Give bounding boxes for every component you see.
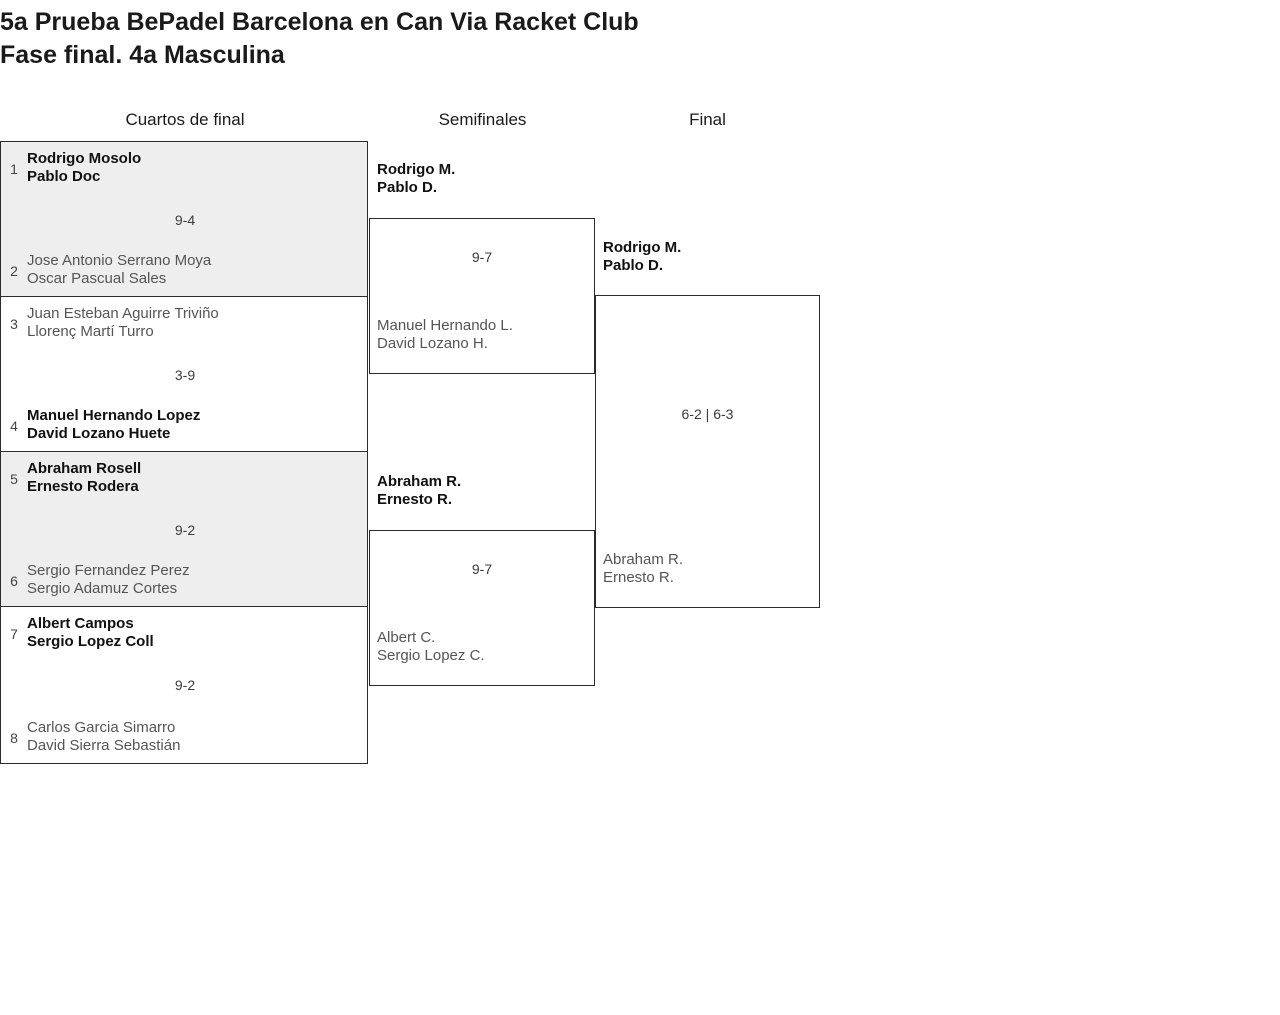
match-score: 9-2 xyxy=(174,522,196,538)
seed-number: 2 xyxy=(10,263,18,279)
player-name: Manuel Hernando Lopez xyxy=(27,407,201,424)
page-title: 5a Prueba BePadel Barcelona en Can Via R… xyxy=(0,6,1000,72)
match-score: 9-7 xyxy=(471,561,493,577)
round-header-quarterfinals: Cuartos de final xyxy=(125,110,245,129)
player-name: Rodrigo Mosolo xyxy=(27,150,142,167)
quarterfinal-match-2[interactable]: 3 Juan Esteban Aguirre Triviño Llorenç M… xyxy=(0,296,368,452)
semifinal-match-2[interactable]: 9-7 xyxy=(369,530,595,686)
match-team-bottom[interactable]: 8 Carlos Garcia Simarro David Sierra Seb… xyxy=(1,719,369,755)
player-name: Carlos Garcia Simarro xyxy=(27,719,176,736)
match-team-top[interactable]: 3 Juan Esteban Aguirre Triviño Llorenç M… xyxy=(1,305,369,341)
player-name: Sergio Adamuz Cortes xyxy=(27,580,178,597)
final-team-bottom[interactable]: Abraham R. Ernesto R. xyxy=(603,551,683,587)
quarterfinal-match-4[interactable]: 7 Albert Campos Sergio Lopez Coll 9-2 8 … xyxy=(0,606,368,764)
player-name: Albert Campos xyxy=(27,615,134,632)
player-name: Manuel Hernando L. xyxy=(377,317,513,334)
team-players: Sergio Fernandez Perez Sergio Adamuz Cor… xyxy=(27,562,190,598)
player-name: Abraham R. xyxy=(377,473,462,490)
match-team-bottom[interactable]: 6 Sergio Fernandez Perez Sergio Adamuz C… xyxy=(1,562,369,598)
player-name: David Sierra Sebastián xyxy=(27,737,181,754)
quarterfinal-match-3[interactable]: 5 Abraham Rosell Ernesto Rodera 9-2 6 Se… xyxy=(0,451,368,607)
player-name: David Lozano H. xyxy=(377,335,488,352)
player-name: Rodrigo M. xyxy=(603,239,682,256)
player-name: Sergio Lopez Coll xyxy=(27,633,154,650)
player-name: Abraham R. xyxy=(603,551,684,568)
player-name: Ernesto R. xyxy=(603,569,674,586)
semifinal-1-team-top[interactable]: Rodrigo M. Pablo D. xyxy=(377,161,455,197)
team-players: Rodrigo Mosolo Pablo Doc xyxy=(27,150,141,186)
seed-number: 8 xyxy=(10,730,18,746)
player-name: Abraham Rosell xyxy=(27,460,142,477)
player-name: Pablo D. xyxy=(377,179,438,196)
team-players: Carlos Garcia Simarro David Sierra Sebas… xyxy=(27,719,180,755)
seed-number: 6 xyxy=(10,573,18,589)
match-team-top[interactable]: 5 Abraham Rosell Ernesto Rodera xyxy=(1,460,369,496)
team-players: Juan Esteban Aguirre Triviño Llorenç Mar… xyxy=(27,305,219,341)
match-team-bottom[interactable]: 4 Manuel Hernando Lopez David Lozano Hue… xyxy=(1,407,369,443)
round-header-final: Final xyxy=(689,110,726,129)
team-players: Manuel Hernando Lopez David Lozano Huete xyxy=(27,407,200,443)
semifinal-match-1[interactable]: 9-7 xyxy=(369,218,595,374)
player-name: David Lozano Huete xyxy=(27,425,171,442)
semifinal-2-team-top[interactable]: Abraham R. Ernesto R. xyxy=(377,473,461,509)
player-name: Pablo Doc xyxy=(27,168,101,185)
final-match[interactable]: 6-2 | 6-3 xyxy=(595,295,820,608)
final-team-top[interactable]: Rodrigo M. Pablo D. xyxy=(603,239,681,275)
player-name: Sergio Fernandez Perez xyxy=(27,562,190,579)
player-name: Ernesto Rodera xyxy=(27,478,139,495)
quarterfinal-match-1[interactable]: 1 Rodrigo Mosolo Pablo Doc 9-4 2 Jose An… xyxy=(0,141,368,297)
tournament-subtitle-line-2: Fase final. 4a Masculina xyxy=(0,41,285,69)
seed-number: 1 xyxy=(10,161,18,177)
seed-number: 7 xyxy=(10,626,18,642)
player-name: Jose Antonio Serrano Moya xyxy=(27,252,212,269)
match-score: 6-2 | 6-3 xyxy=(681,406,734,422)
player-name: Llorenç Martí Turro xyxy=(27,323,154,340)
player-name: Sergio Lopez C. xyxy=(377,647,485,664)
seed-number: 3 xyxy=(10,316,18,332)
tournament-title-line-1: 5a Prueba BePadel Barcelona en Can Via R… xyxy=(0,8,639,36)
match-score: 3-9 xyxy=(174,367,196,383)
match-team-bottom[interactable]: 2 Jose Antonio Serrano Moya Oscar Pascua… xyxy=(1,252,369,288)
semifinal-1-team-bottom[interactable]: Manuel Hernando L. David Lozano H. xyxy=(377,317,513,353)
match-team-top[interactable]: 1 Rodrigo Mosolo Pablo Doc xyxy=(1,150,369,186)
match-score: 9-7 xyxy=(471,249,493,265)
team-players: Albert Campos Sergio Lopez Coll xyxy=(27,615,154,651)
semifinal-2-team-bottom[interactable]: Albert C. Sergio Lopez C. xyxy=(377,629,485,665)
player-name: Oscar Pascual Sales xyxy=(27,270,167,287)
match-team-top[interactable]: 7 Albert Campos Sergio Lopez Coll xyxy=(1,615,369,651)
player-name: Albert C. xyxy=(377,629,436,646)
match-score: 9-4 xyxy=(174,212,196,228)
player-name: Rodrigo M. xyxy=(377,161,456,178)
seed-number: 5 xyxy=(10,471,18,487)
team-players: Abraham Rosell Ernesto Rodera xyxy=(27,460,141,496)
team-players: Jose Antonio Serrano Moya Oscar Pascual … xyxy=(27,252,211,288)
player-name: Pablo D. xyxy=(603,257,664,274)
player-name: Ernesto R. xyxy=(377,491,453,508)
seed-number: 4 xyxy=(10,418,18,434)
match-score: 9-2 xyxy=(174,677,196,693)
player-name: Juan Esteban Aguirre Triviño xyxy=(27,305,219,322)
round-header-semifinals: Semifinales xyxy=(438,110,527,129)
